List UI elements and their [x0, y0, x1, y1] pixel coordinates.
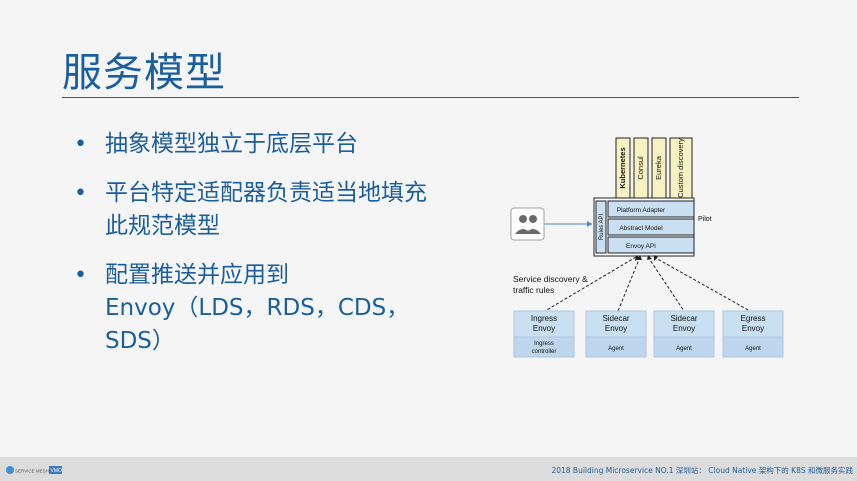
- bullet-item: • 平台特定适配器负责适当地填充 此规范模型: [62, 177, 482, 243]
- bullet-dot-icon: •: [74, 132, 87, 157]
- pilot-label: Pilot: [698, 216, 712, 223]
- bullet-line: 抽象模型独立于底层平台: [105, 131, 358, 157]
- discovery-caption-line2: traffic rules: [513, 285, 554, 295]
- registry-label: Eureka: [654, 155, 663, 180]
- bullet-line: 平台特定适配器负责适当地填充: [105, 180, 427, 206]
- push-connectors: [544, 256, 751, 312]
- diagram-svg: Kubernetes Consul Eureka Custom discover…: [510, 137, 784, 358]
- pilot-architecture-diagram: Kubernetes Consul Eureka Custom discover…: [500, 130, 790, 370]
- logo-text: VMO: [51, 468, 63, 474]
- proxy-title: Envoy: [673, 324, 695, 333]
- proxy-title: Envoy: [742, 324, 764, 333]
- title-divider: [62, 97, 799, 98]
- logo-text: SERVICE MESHER: [15, 469, 56, 474]
- users-icon: [510, 207, 545, 241]
- proxy-sub: Agent: [676, 346, 692, 352]
- proxy-title: Sidecar: [670, 314, 697, 323]
- proxy-title: Egress: [741, 314, 766, 323]
- discovery-caption-line1: Service discovery &: [513, 274, 588, 284]
- proxy-sidecar-1: Sidecar Envoy Agent: [585, 310, 647, 358]
- service-mesher-logo: SERVICE MESHER VMO: [6, 466, 63, 474]
- slide-title: 服务模型: [62, 50, 226, 96]
- registry-label: Kubernetes: [618, 147, 627, 188]
- proxy-sub: Ingress: [534, 341, 554, 347]
- registry-consul: Consul: [633, 137, 649, 203]
- footer-event-text: 2018 Building Microservice NO.1 深圳站： Clo…: [551, 466, 853, 475]
- bullet-item: • 配置推送并应用到 Envoy（LDS，RDS，CDS， SDS）: [62, 259, 482, 358]
- bullet-line: 配置推送并应用到: [105, 262, 289, 288]
- platform-adapter-label: Platform Adapter: [617, 207, 666, 214]
- registry-kubernetes: Kubernetes: [615, 137, 631, 203]
- bullet-dot-icon: •: [74, 181, 87, 206]
- proxy-sidecar-2: Sidecar Envoy Agent: [653, 310, 715, 358]
- proxy-title: Envoy: [533, 324, 555, 333]
- rules-api-label: Rules API: [599, 214, 605, 241]
- proxy-title: Ingress: [531, 314, 557, 323]
- registry-label: Custom discovery: [676, 138, 685, 198]
- abstract-model-label: Abstract Model: [619, 225, 663, 232]
- proxy-sub: Agent: [745, 346, 761, 352]
- proxy-title: Envoy: [605, 324, 627, 333]
- pilot-component: Platform Adapter Abstract Model Envoy AP…: [593, 197, 712, 257]
- proxy-sub: controller: [532, 349, 557, 355]
- registry-custom-discovery: Custom discovery: [669, 137, 693, 203]
- proxy-title: Sidecar: [602, 314, 629, 323]
- proxy-ingress: Ingress Envoy Ingress controller: [513, 310, 575, 358]
- bullet-item: • 抽象模型独立于底层平台: [62, 128, 482, 161]
- footer-bar: SERVICE MESHER VMO 2018 Building Microse…: [0, 457, 857, 481]
- connector-arrowheads: [635, 255, 658, 261]
- registry-label: Consul: [636, 156, 645, 180]
- proxy-sub: Agent: [608, 346, 624, 352]
- bullet-dot-icon: •: [74, 263, 87, 288]
- bullet-line: SDS）: [105, 328, 175, 354]
- bullet-line: 此规范模型: [105, 213, 220, 239]
- bullet-line: Envoy（LDS，RDS，CDS，: [105, 295, 410, 321]
- registry-eureka: Eureka: [651, 137, 667, 203]
- proxy-egress: Egress Envoy Agent: [722, 310, 784, 358]
- bullet-list: • 抽象模型独立于底层平台 • 平台特定适配器负责适当地填充 此规范模型 • 配…: [62, 128, 482, 374]
- envoy-api-label: Envoy API: [626, 243, 656, 250]
